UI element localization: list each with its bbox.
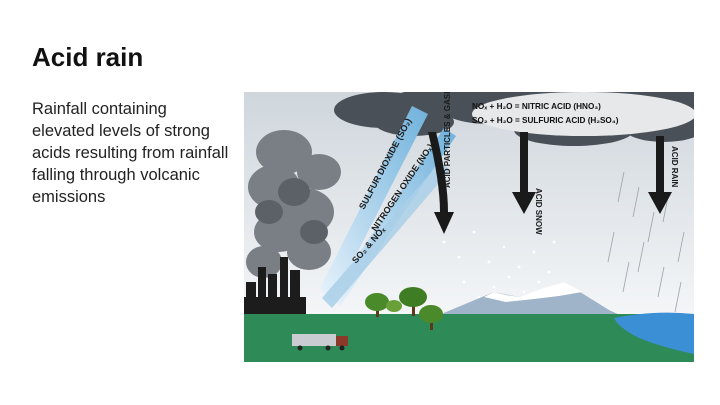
sulfur-dioxide-arrow: [320, 106, 428, 302]
acid-snow-label: ACID SNOW: [534, 188, 543, 235]
factory-smoke: [246, 130, 341, 278]
acid-rain-arrow: [648, 136, 672, 214]
truck: [292, 334, 348, 351]
acid-particles-arrow: [428, 132, 454, 234]
acid-snow-arrow: [512, 132, 536, 214]
acid-particles-label: ACID PARTICLES & GASES: [443, 92, 452, 188]
equation-sulfuric-acid: SO₂ + H₂O = SULFURIC ACID (H₂SO₄): [472, 116, 619, 125]
snow-particles: [442, 230, 556, 299]
factory: [244, 257, 306, 314]
mountain-snowcaps: [484, 282, 582, 302]
diagram-canvas: NOₓ + H₂O = NITRIC ACID (HNO₃) SO₂ + H₂O…: [244, 83, 704, 362]
slide-title: Acid rain: [32, 42, 144, 72]
rain-streaks: [607, 171, 685, 313]
equation-nitric-acid: NOₓ + H₂O = NITRIC ACID (HNO₃): [472, 102, 601, 111]
factory-smoke-dark: [255, 178, 328, 244]
slide-body-text: Rainfall containing elevated levels of s…: [32, 100, 229, 206]
lake: [614, 312, 694, 354]
acid-rain-diagram: NOₓ + H₂O = NITRIC ACID (HNO₃) SO₂ + H₂O…: [244, 83, 704, 362]
acid-rain-label: ACID RAIN: [670, 146, 679, 188]
equation-cloud: [472, 92, 696, 136]
trees: [365, 287, 443, 330]
emissions-beam: [322, 162, 450, 308]
